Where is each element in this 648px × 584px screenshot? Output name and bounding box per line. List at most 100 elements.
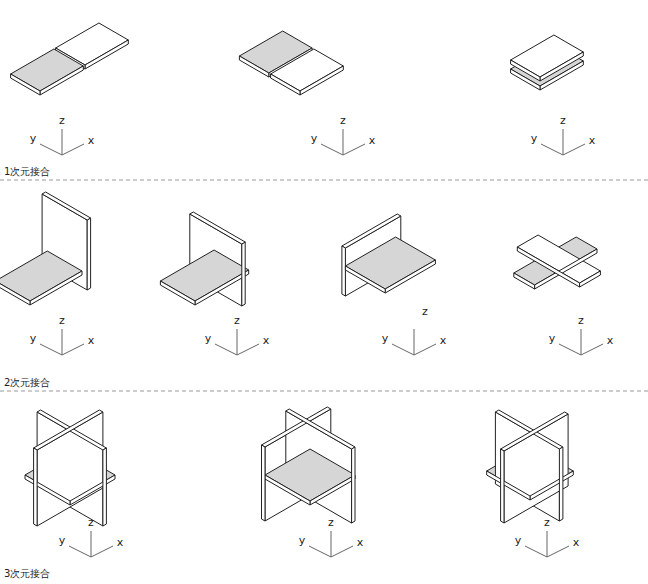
plate-face <box>160 281 195 305</box>
plate-face <box>30 271 82 305</box>
axis-line <box>69 546 91 557</box>
axis-glyphs <box>40 129 603 557</box>
axis-label: y <box>515 535 522 546</box>
plate-face <box>352 447 355 523</box>
axis-line <box>547 531 548 557</box>
axis-line <box>563 144 585 155</box>
axis-line <box>237 329 238 355</box>
plate-face <box>265 475 310 505</box>
plate-face <box>195 270 249 305</box>
axis-label: z <box>578 315 584 326</box>
plate-face <box>190 212 245 244</box>
axis-label: z <box>88 517 94 528</box>
section-heading: 3次元接合 <box>4 569 50 579</box>
axis-label: z <box>340 115 346 126</box>
axis-line <box>91 546 113 557</box>
axis-label: y <box>382 333 389 344</box>
axis-line <box>414 329 415 355</box>
axis-line <box>40 344 62 355</box>
axis-line <box>547 546 569 557</box>
section-heading: 1次元接合 <box>4 167 50 177</box>
plate-face <box>0 281 30 305</box>
axis-line <box>581 344 603 355</box>
plate-face <box>265 449 355 501</box>
plate-face <box>540 52 583 81</box>
axis-line <box>343 144 365 155</box>
axis-line <box>541 144 563 155</box>
plate-face <box>517 235 600 283</box>
axis-line <box>215 344 237 355</box>
plate-face <box>514 273 535 289</box>
axis-label: y <box>30 133 37 144</box>
axis-label: z <box>544 517 550 528</box>
axis-line <box>331 546 353 557</box>
axis-line <box>62 129 63 155</box>
plate-face <box>342 246 346 296</box>
axis-label: z <box>328 517 334 528</box>
axis-label: x <box>88 135 95 146</box>
axis-label: y <box>299 535 306 546</box>
plate-face <box>42 192 91 220</box>
axis-line <box>62 329 63 355</box>
divider <box>0 391 648 392</box>
plate-face <box>160 250 248 301</box>
plate-face <box>511 60 540 81</box>
axis-label: x <box>589 135 596 146</box>
plate-face <box>559 447 563 521</box>
axis-label: z <box>422 306 428 317</box>
axis-line <box>581 329 582 355</box>
plate-face <box>242 242 245 306</box>
axis-label: y <box>59 535 66 546</box>
axis-label: x <box>88 335 95 346</box>
plate-face <box>34 448 38 526</box>
plate-face <box>530 471 573 500</box>
divider <box>0 180 648 181</box>
axis-label: z <box>59 115 65 126</box>
plate-face <box>501 449 504 523</box>
axis-line <box>559 344 581 355</box>
axis-line <box>91 531 92 557</box>
plate-face <box>40 66 83 95</box>
axis-line <box>343 129 344 155</box>
axis-label: x <box>440 335 447 346</box>
axis-line <box>40 144 62 155</box>
plate-face <box>103 448 107 526</box>
plate-face <box>487 471 530 500</box>
plate-face <box>580 271 601 287</box>
axis-line <box>62 144 84 155</box>
axis-label: y <box>531 133 538 144</box>
axis-line <box>321 144 343 155</box>
axis-line <box>237 344 259 355</box>
axis-label: z <box>59 315 65 326</box>
plate-face <box>70 475 115 505</box>
axis-label: x <box>263 335 270 346</box>
plate-face <box>87 218 90 290</box>
plate-face <box>345 237 435 289</box>
axis-label: x <box>117 537 124 548</box>
axis-line <box>331 531 332 557</box>
axis-label: y <box>30 333 37 344</box>
plate-face <box>239 56 268 77</box>
axis-line <box>414 344 436 355</box>
axis-label: y <box>311 133 318 144</box>
axis-line <box>62 344 84 355</box>
plate-face <box>11 74 40 95</box>
plate-face <box>501 412 568 451</box>
axis-line <box>525 546 547 557</box>
axis-label: x <box>573 537 580 548</box>
plate-face <box>300 66 343 95</box>
axis-label: y <box>205 333 212 344</box>
axis-label: x <box>369 135 376 146</box>
axis-label: y <box>549 333 556 344</box>
plate-face <box>345 266 385 293</box>
plate-face <box>535 249 597 289</box>
plate-face <box>85 40 128 69</box>
axis-label: z <box>560 115 566 126</box>
plate-face <box>495 410 563 449</box>
axis-line <box>392 344 414 355</box>
plate-face <box>34 410 103 450</box>
plate-face <box>310 475 355 505</box>
axis-line <box>563 129 564 155</box>
axis-label: x <box>607 335 614 346</box>
